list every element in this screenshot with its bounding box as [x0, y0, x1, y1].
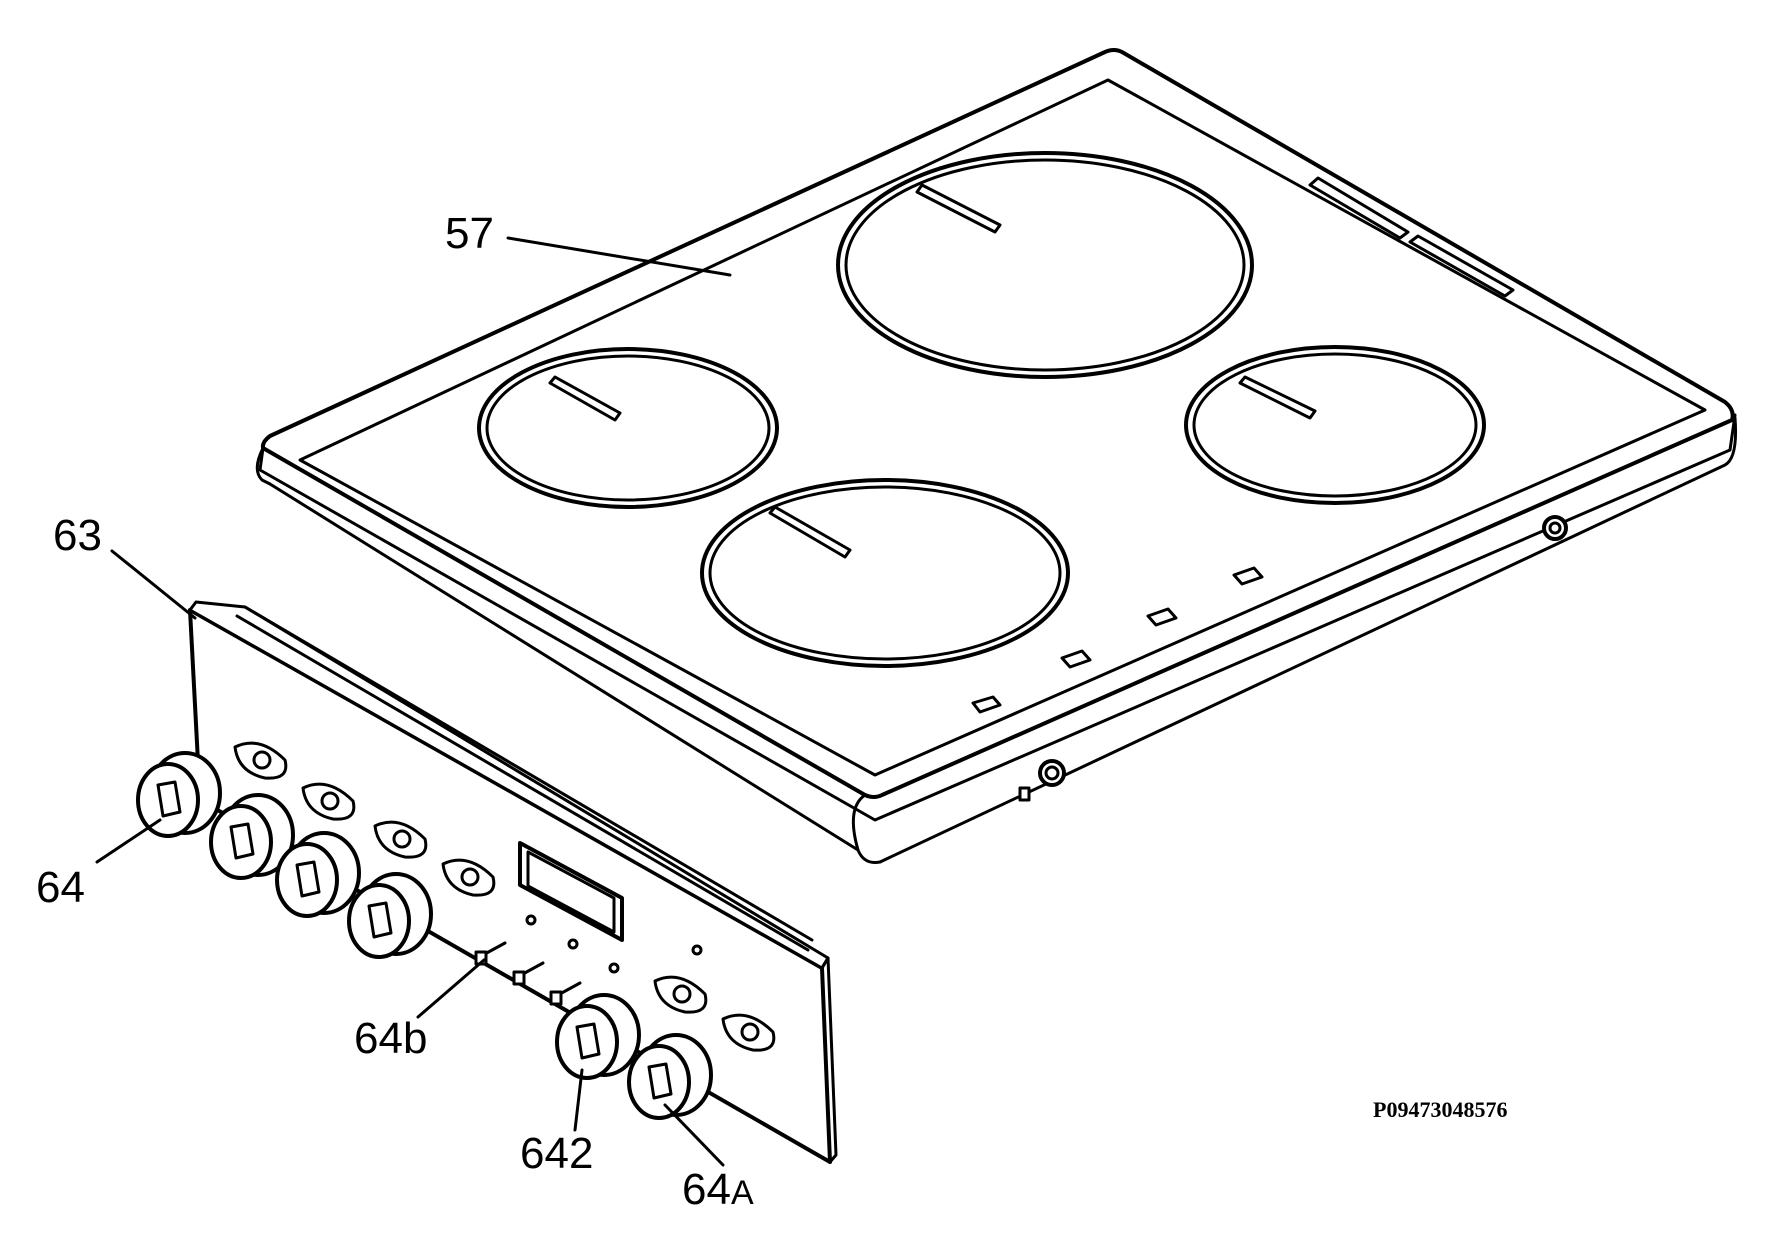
knob-3 — [275, 831, 361, 918]
label-64: 64 — [36, 863, 85, 912]
hob-vent-slot-2 — [1408, 234, 1515, 298]
label-64a-letter: A — [731, 1174, 754, 1212]
knob-2 — [209, 793, 295, 880]
indicator-lights — [971, 566, 1264, 714]
label-64a-number: 64 — [682, 1165, 731, 1214]
knob-4 — [347, 872, 433, 959]
knob-642 — [555, 993, 641, 1080]
cooking-zone-rear-large — [836, 151, 1254, 379]
panel-top-lip — [235, 605, 814, 952]
hob-front-socket-inner — [1044, 765, 1060, 781]
zone-indicator-slot — [1238, 375, 1317, 420]
label-57: 57 — [445, 209, 494, 258]
knob-64a — [627, 1033, 713, 1120]
leader-63 — [110, 549, 197, 620]
panel-display-window — [518, 841, 624, 942]
knob-bosses — [233, 741, 776, 1052]
leader-64b — [416, 958, 486, 1019]
cooking-zones — [477, 151, 1486, 668]
zone-indicator-slot — [548, 375, 622, 422]
panel-side-edge — [820, 956, 838, 1164]
hob-top-surface — [260, 48, 1735, 799]
hob-inner-border — [298, 78, 1707, 777]
part-labels: 57 63 64 64b 642 64A P09473048576 — [36, 209, 1507, 1214]
hob-side-socket-inner — [1548, 521, 1562, 535]
leader-642 — [573, 1068, 584, 1132]
cooking-zone-right-small — [1184, 345, 1486, 505]
reference-code: P09473048576 — [1373, 1097, 1507, 1122]
leader-64 — [95, 818, 162, 864]
knob-1 — [136, 751, 222, 838]
label-64a: 64A — [682, 1165, 754, 1214]
cooking-zone-front — [700, 478, 1070, 668]
zone-indicator-slot — [768, 505, 852, 559]
control-knobs — [136, 751, 713, 1120]
hob-front-bottom-edge — [878, 416, 1737, 864]
leader-64a — [663, 1103, 725, 1167]
control-panel — [188, 600, 838, 1164]
hob-left-corner — [255, 446, 272, 486]
zone-indicator-slot — [915, 183, 1002, 234]
hob-front-small-hole — [1018, 786, 1031, 802]
hob-left-bottom-edge — [268, 482, 860, 852]
leader-lines — [95, 236, 732, 1167]
cooking-zone-left-small — [477, 347, 779, 509]
leader-57 — [506, 236, 732, 277]
label-64b: 64b — [354, 1014, 427, 1063]
ceramic-hob-top — [255, 48, 1737, 864]
label-642: 642 — [520, 1129, 593, 1178]
label-63: 63 — [53, 511, 102, 560]
hob-vent-slot-1 — [1308, 176, 1410, 240]
panel-top-flange — [188, 600, 830, 970]
